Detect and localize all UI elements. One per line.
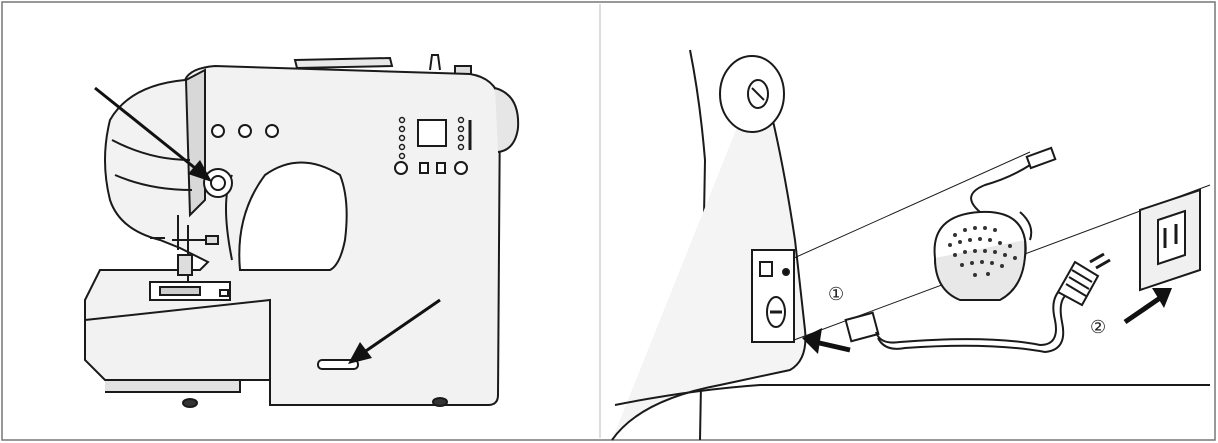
lcd-display xyxy=(418,120,446,146)
function-button-3 xyxy=(266,125,278,137)
function-button-1 xyxy=(212,125,224,137)
foot-right xyxy=(433,398,447,406)
panel-button-left xyxy=(395,162,407,174)
top-cover xyxy=(295,58,392,68)
function-button-2 xyxy=(239,125,251,137)
face-plate xyxy=(186,70,205,215)
panel-button-right xyxy=(455,162,467,174)
step-1-label: ① xyxy=(828,284,844,305)
foot-left xyxy=(183,399,197,407)
step-2-label: ② xyxy=(1090,317,1106,338)
power-switch xyxy=(760,262,772,276)
sewing-machine-illustration xyxy=(85,55,518,407)
